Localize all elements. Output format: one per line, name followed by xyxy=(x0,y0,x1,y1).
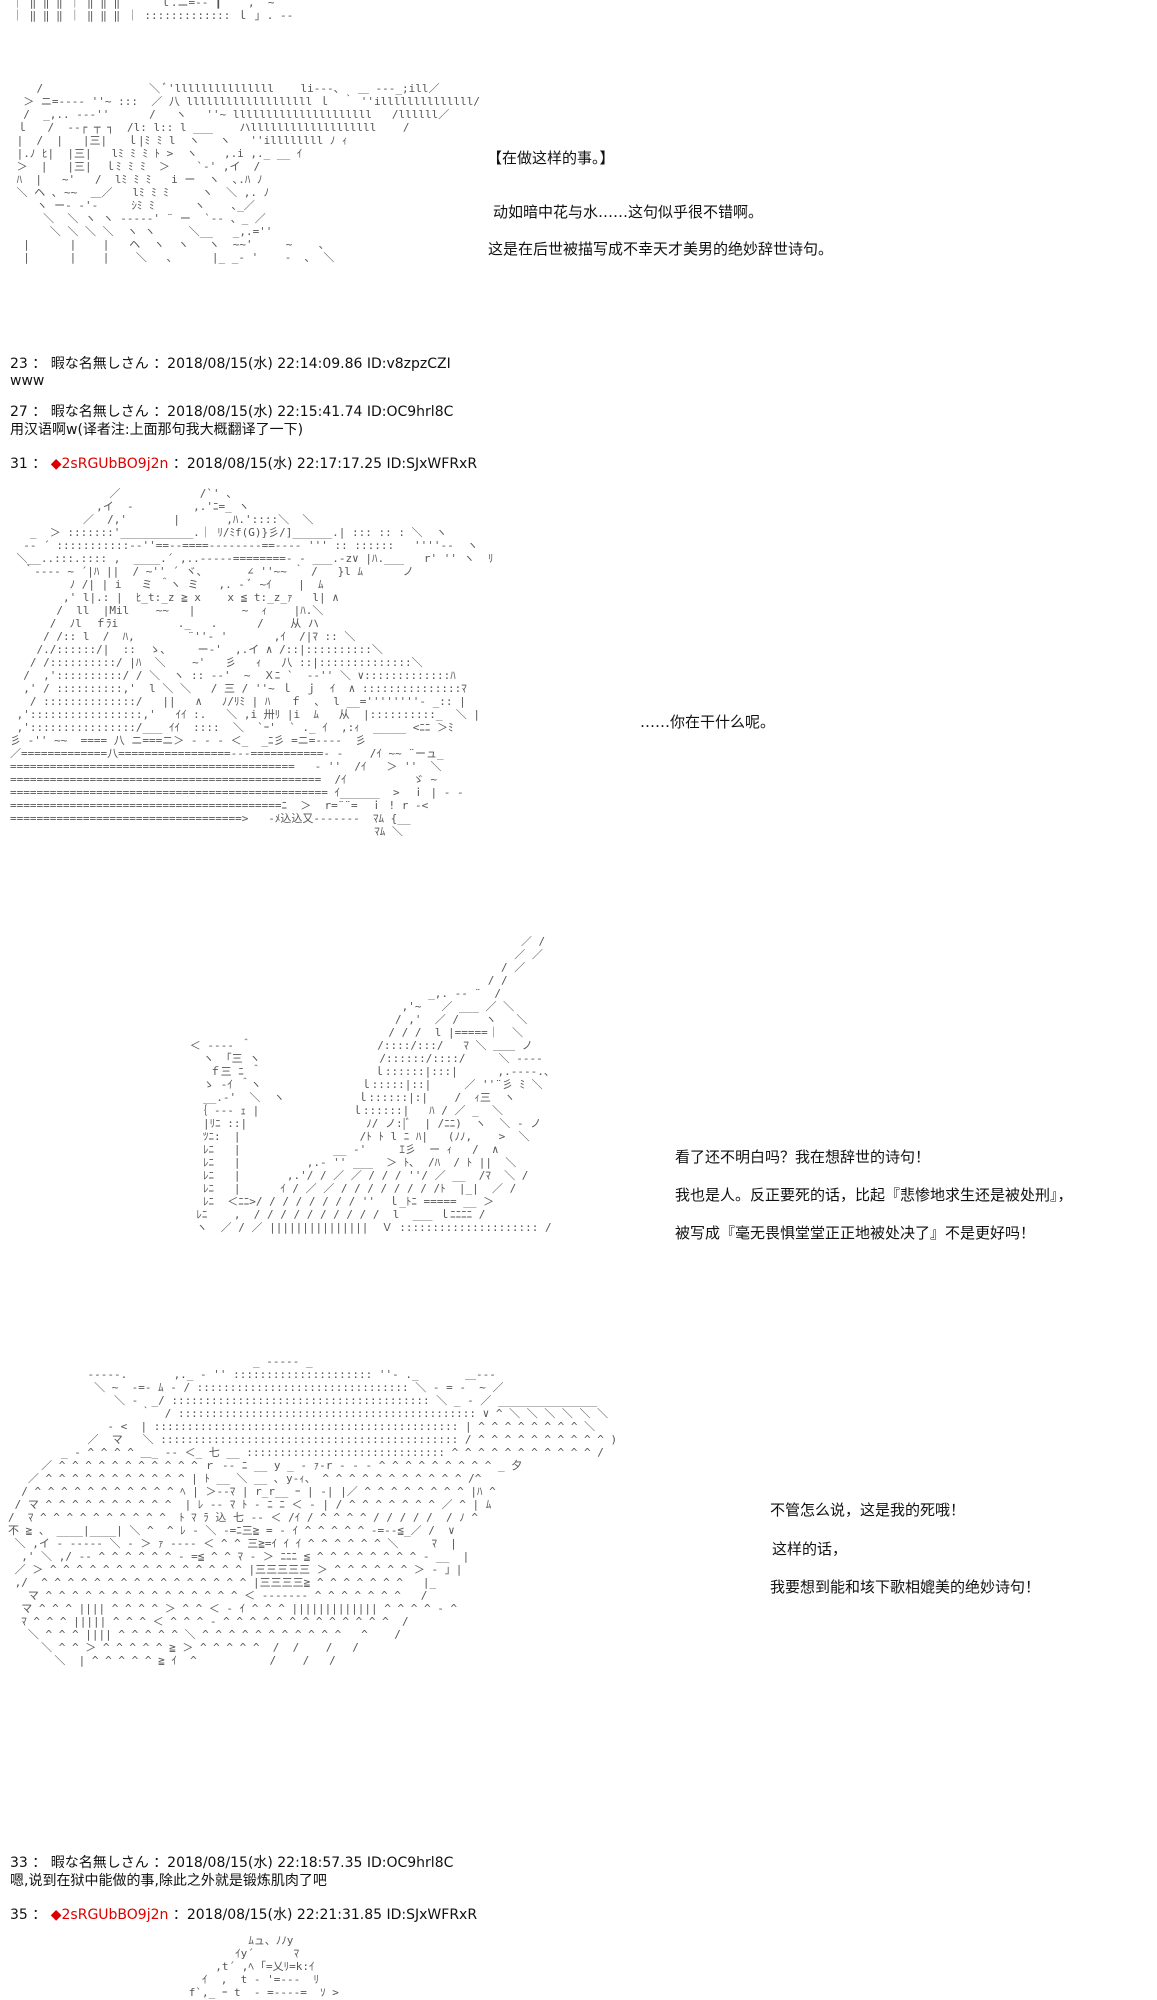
ascii-art-scene-4: _ ‐‐‐‐‐ _ ‐‐‐‐-. ,._ ‐ '' ::::::::::::::… xyxy=(8,1355,618,1667)
speech-line-2: 我也是人。反正要死的话，比起『悲惨地求生还是被处刑』， xyxy=(675,1186,1073,1204)
poster-name: 暇な名無しさん xyxy=(50,1855,149,1871)
speech-line-1: 不管怎么说，这是我的死哦！ xyxy=(770,1501,966,1519)
ascii-art-top-fragment: ｜ ‖ ‖ ‖ ｜ ‖ ‖ ‖ ｌ.ニ=-‐ ┃ ´ , ~ ｜ ‖ ‖ ‖ ｜… xyxy=(12,0,294,22)
post-date-id: ：2018/08/15(水) 22:17:17.25 ID:SJxWFRxR xyxy=(172,456,478,472)
post-sep: ： xyxy=(32,1855,47,1871)
post-body: 用汉语啊w(译者注:上面那句我大概翻译了一下) xyxy=(10,422,304,438)
post-number: 23 xyxy=(10,356,28,372)
post-sep: ： xyxy=(32,1907,47,1923)
poster-name: 暇な名無しさん xyxy=(50,404,149,420)
ascii-art-poet: / ＼ ﾞ'lllllllllllllll li---、 ＿ -‐-_;ill／… xyxy=(16,82,480,264)
post-body: 嗯,说到在狱中能做的事,除此之外就是锻炼肌肉了吧 xyxy=(10,1873,327,1889)
speech-question: ……你在干什么呢。 xyxy=(640,713,776,731)
post-header: 35 ： ◆2sRGUbBO9j2n ：2018/08/15(水) 22:21:… xyxy=(10,1906,477,1924)
post-number: 27 xyxy=(10,404,28,420)
speech-line-1: 【在做这样的事。】 xyxy=(487,149,615,167)
post-number: 31 xyxy=(10,456,28,472)
ascii-art-scene-3: ／ / ／ ／ / ／ / / xyxy=(189,935,555,1234)
trip-diamond-icon: ◆ xyxy=(50,456,62,472)
post-date-id: ：2018/08/15(水) 22:14:09.86 ID:v8zpzCZI xyxy=(153,356,451,372)
post-header: 33 ： 暇な名無しさん ：2018/08/15(水) 22:18:57.35 … xyxy=(10,1854,453,1872)
post-date-id: ：2018/08/15(水) 22:21:31.85 ID:SJxWFRxR xyxy=(172,1907,478,1923)
post-body: www xyxy=(10,373,45,389)
ascii-art-scene-5: ﾑュ、ﾉﾉy ｲy´ ﾏ ,t´ ,ﾍ ｢=乂ﾘ=k:ｲ ｲ , t ‐ '=-… xyxy=(188,1934,339,1999)
post-date-id: ：2018/08/15(水) 22:15:41.74 ID:OC9hrl8C xyxy=(153,404,454,420)
post-header: 23 ： 暇な名無しさん ：2018/08/15(水) 22:14:09.86 … xyxy=(10,355,451,373)
speech-line-3: 被写成『毫无畏惧堂堂正正地被处决了』不是更好吗！ xyxy=(675,1224,1036,1242)
post-number: 35 xyxy=(10,1907,28,1923)
post-header: 31 ： ◆2sRGUbBO9j2n ：2018/08/15(水) 22:17:… xyxy=(10,455,477,473)
speech-line-3: 我要想到能和垓下歌相媲美的绝妙诗句！ xyxy=(770,1578,1041,1596)
speech-line-1: 看了还不明白吗？我在想辞世的诗句！ xyxy=(675,1148,931,1166)
post-date-id: ：2018/08/15(水) 22:18:57.35 ID:OC9hrl8C xyxy=(153,1855,454,1871)
poster-trip: 2sRGUbBO9j2n xyxy=(61,456,169,472)
post-sep: ： xyxy=(32,356,47,372)
speech-line-2: 这样的话， xyxy=(772,1540,848,1558)
poster-trip: 2sRGUbBO9j2n xyxy=(61,1907,169,1923)
speech-line-3: 这是在后世被描写成不幸天才美男的绝妙辞世诗句。 xyxy=(488,240,834,258)
post-sep: ： xyxy=(32,456,47,472)
post-header: 27 ： 暇な名無しさん ：2018/08/15(水) 22:15:41.74 … xyxy=(10,403,453,421)
post-sep: ： xyxy=(32,404,47,420)
post-number: 33 xyxy=(10,1855,28,1871)
poster-name: 暇な名無しさん xyxy=(50,356,149,372)
ascii-art-scene-2: ／ /`' 、 ,イ ‐ ,.'ﾆ=_ ヽ ／ /,' | ,ﾊ.'::::＼ … xyxy=(10,487,494,838)
trip-diamond-icon: ◆ xyxy=(50,1907,62,1923)
speech-line-2: 动如暗中花与水……这句似乎很不错啊。 xyxy=(493,203,764,221)
